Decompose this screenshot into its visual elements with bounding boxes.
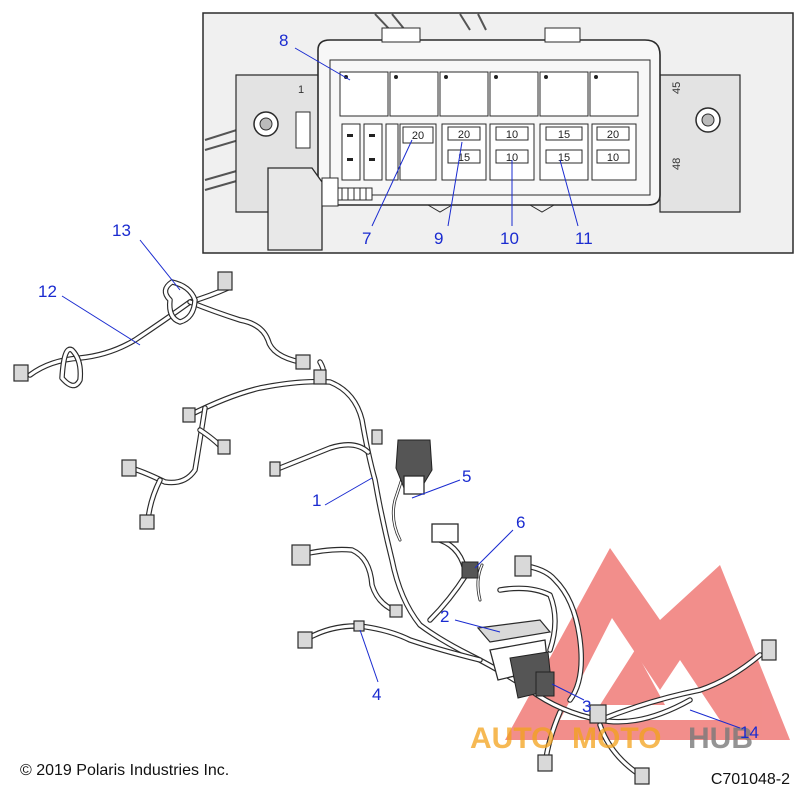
callout-2: 2 [440,607,449,626]
fuse-10 [495,126,529,141]
fuse-11-rating: 15 [558,129,570,141]
callout-14: 14 [740,723,759,742]
callout-1: 1 [312,491,321,510]
fuse-lower-3-rating: 15 [558,152,570,164]
relay-row [339,71,639,117]
callout-5: 5 [462,467,471,486]
rear-connector-top [217,271,233,291]
callout-10: 10 [500,229,519,248]
harness-plug [267,167,323,251]
callout-7: 7 [362,229,371,248]
rear-connector-left [13,364,29,382]
part-6-relay-plug [431,523,459,543]
fuse-10-rating: 10 [506,129,518,141]
fuse-lower-4-rating: 10 [607,152,619,164]
connector-number-48: 48 [671,158,683,170]
fuse-9 [447,126,481,141]
callout-13: 13 [112,221,131,240]
watermark-auto: AUTO [470,722,554,755]
callout-4: 4 [372,685,381,704]
callout-11: 11 [575,229,593,248]
watermark-text: AUTO MOTO HUB [470,722,753,755]
fuse-row-lower: 15 10 15 10 [447,149,630,164]
callout-6: 6 [516,513,525,532]
fuse-lower-1-rating: 15 [458,152,470,164]
connector-number-45: 45 [671,82,683,94]
copyright-text: © 2019 Polaris Industries Inc. [20,762,229,779]
drawing-number: C701048-2 [711,771,790,788]
part-4-clip [353,620,365,632]
harness-main [127,359,763,778]
connector-front-left [291,544,311,566]
callout-12: 12 [38,282,57,301]
watermark-hub: HUB [688,722,753,755]
watermark-moto: MOTO [572,722,661,755]
fuse-row-upper: 20 20 10 15 20 [402,126,630,144]
fuse-box-inset: 20 20 10 15 20 15 10 15 10 1 45 48 [202,12,794,254]
callout-8: 8 [279,31,288,50]
part-3-relay [535,671,555,697]
callout-9: 9 [434,229,443,248]
fuse-lower-2-rating: 10 [506,152,518,164]
fuse-upper-right [596,126,630,141]
callout-3: 3 [582,697,591,716]
part-2-fuse-strip [476,619,552,643]
wire-harness [13,271,777,785]
mount-plate-right [659,74,741,213]
connector-number-1: 1 [298,84,304,96]
harness-12 [13,271,311,389]
fuse-11 [545,126,583,141]
connectors [121,369,777,785]
fuse-9-rating: 20 [458,129,470,141]
fuse-upper-right-rating: 20 [607,129,619,141]
fuse-7-rating: 20 [412,130,424,142]
fuse-7 [402,126,434,144]
callouts-main: 12 13 1 5 6 2 4 3 14 [38,221,759,742]
